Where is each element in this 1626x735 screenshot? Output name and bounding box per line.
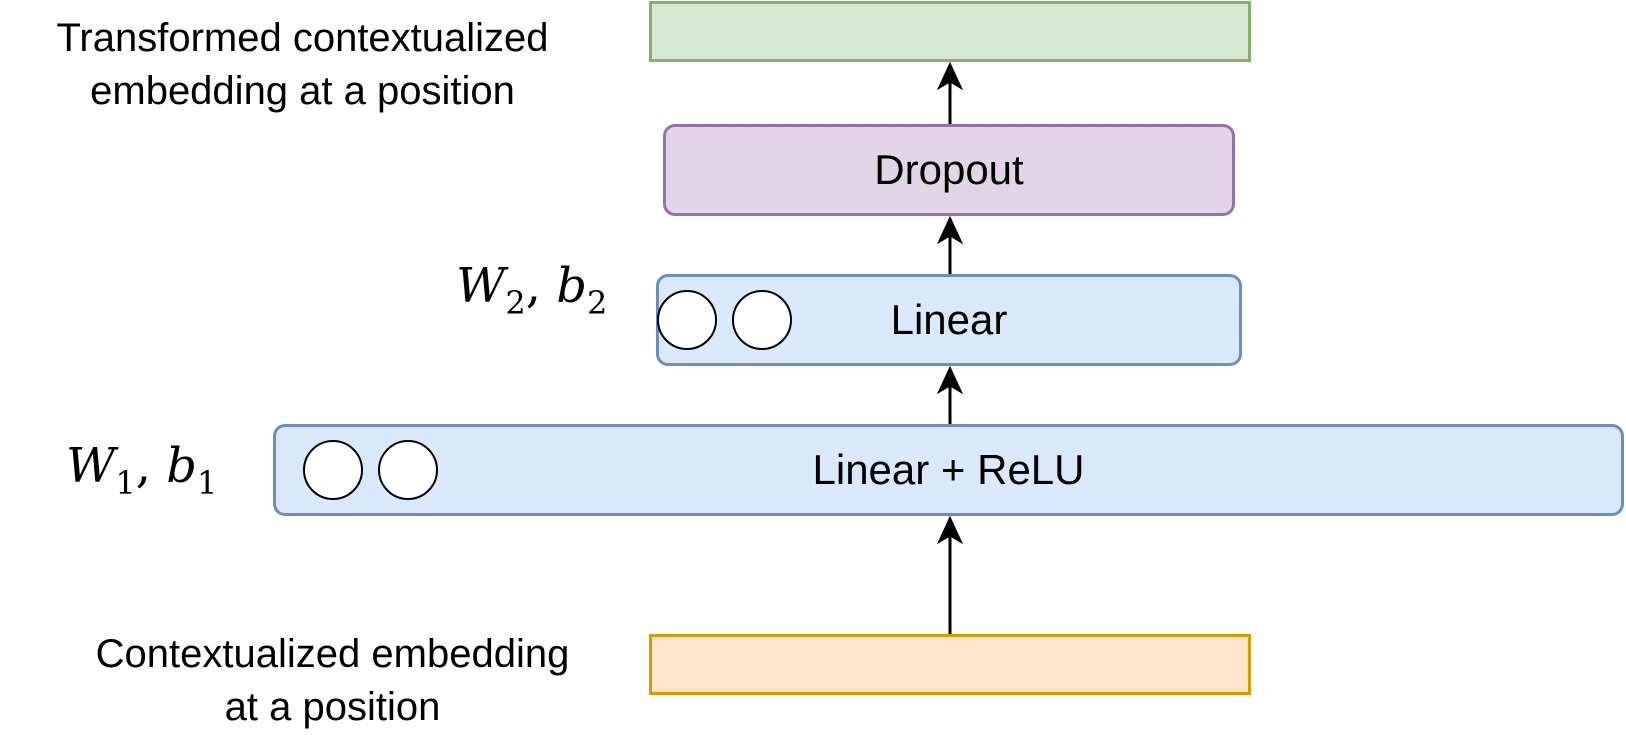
input-embedding-box <box>649 634 1251 695</box>
linear-relu-bias-symbol: b <box>166 438 197 494</box>
output-embedding-label: Transformed contextualized embedding at … <box>56 16 549 113</box>
arrow-head <box>936 515 964 545</box>
dropout-label: Dropout <box>874 146 1024 193</box>
linear-neuron-circle <box>657 290 717 350</box>
linear-relu-params-separator: , <box>135 438 167 494</box>
linear-relu-neuron-circle <box>303 440 363 500</box>
linear-relu-weight-symbol: W <box>66 438 116 494</box>
linear-label: Linear <box>890 296 1008 343</box>
arrow-head <box>936 215 964 245</box>
linear-params-label: W2, b2 <box>456 258 607 322</box>
linear-relu-label: Linear + ReLU <box>812 446 1085 493</box>
linear-weight-subscript: 2 <box>505 284 526 322</box>
linear-relu-params-label: W1, b1 <box>66 438 217 502</box>
linear-relu-bias-subscript: 1 <box>196 464 218 502</box>
linear-params-separator: , <box>525 258 557 314</box>
linear-bias-symbol: b <box>556 258 587 314</box>
linear-relu-neuron-circle <box>378 440 438 500</box>
linear-neuron-circle <box>732 290 792 350</box>
dropout-box: Dropout <box>663 124 1235 216</box>
arrow-head <box>936 365 964 395</box>
arrow-head <box>936 61 964 91</box>
linear-relu-box: Linear + ReLU <box>273 424 1624 516</box>
linear-bias-subscript: 2 <box>586 284 608 322</box>
linear-relu-weight-subscript: 1 <box>115 464 136 502</box>
linear-weight-symbol: W <box>456 258 506 314</box>
input-embedding-label: Contextualized embedding at a position <box>95 632 570 729</box>
output-embedding-box <box>649 1 1251 62</box>
